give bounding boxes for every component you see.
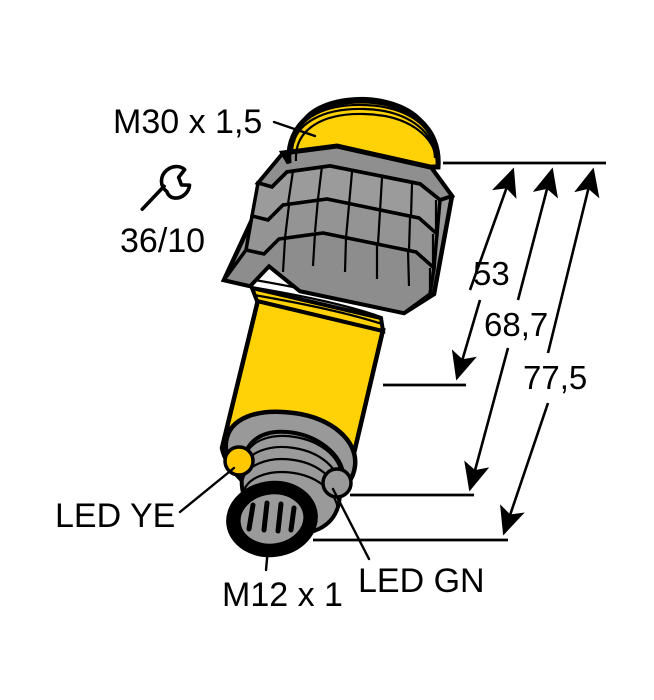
lower-thread-line — [250, 285, 382, 319]
led-yellow-indicator — [223, 445, 255, 477]
leader-lines — [178, 120, 371, 572]
sensor-assembly — [219, 96, 456, 558]
label-dimension-53: 53 — [473, 255, 510, 292]
m30-thread-head — [278, 96, 441, 170]
hex-facet-lines-upper — [286, 165, 438, 232]
label-m30-thread: M30 x 1,5 — [113, 103, 262, 141]
connector-pin-slots — [246, 500, 297, 534]
dimension-annotations — [313, 161, 606, 542]
label-led-green: LED GN — [358, 562, 485, 600]
label-wrench-size: 36/10 — [120, 222, 205, 260]
dimline-53-down — [451, 299, 482, 381]
connector-face-inner — [237, 491, 307, 547]
wrench-glyph — [140, 164, 192, 211]
dimline-687-down — [464, 347, 510, 492]
lower-thread-band — [248, 285, 386, 334]
hex-facet-lines-lower — [281, 232, 432, 292]
lower-thread-section — [248, 277, 386, 334]
hex-nut-stack — [220, 143, 456, 316]
wrench-icon — [140, 164, 192, 211]
dimline-775-up — [546, 167, 600, 354]
dimline-53-up — [468, 167, 517, 291]
label-m12-thread: M12 x 1 — [222, 576, 343, 614]
leader-led-gn — [331, 487, 371, 561]
lower-thread-line — [253, 293, 383, 326]
label-led-yellow: LED YE — [55, 497, 175, 535]
label-dimension-77-5: 77,5 — [523, 359, 587, 396]
dimline-775-down — [500, 402, 550, 536]
leader-m12 — [264, 546, 270, 572]
hex-nut-lower — [221, 231, 436, 315]
m30-thread-lines — [290, 96, 439, 167]
leader-led-ye — [178, 466, 236, 514]
hex-facet-lines-middle — [283, 198, 435, 266]
label-dimension-68-7: 68,7 — [484, 306, 548, 343]
dimline-687-up — [516, 167, 558, 301]
led-green-indicator — [321, 467, 353, 499]
leader-m30 — [272, 120, 317, 138]
m12-connector — [223, 409, 358, 558]
